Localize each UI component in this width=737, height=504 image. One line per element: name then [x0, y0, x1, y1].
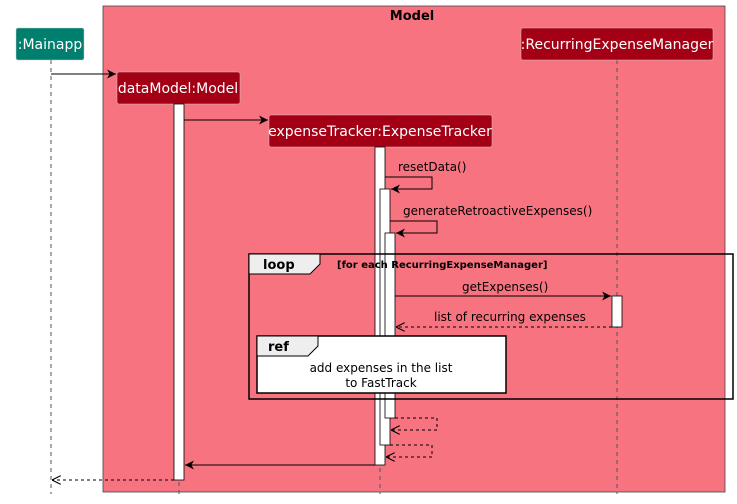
tracker-activation-3 [384, 232, 396, 419]
participant-manager-label: :RecurringExpenseManager [521, 37, 714, 53]
loop-fragment: loop [for each RecurringExpenseManager] [248, 253, 734, 400]
ref-fragment: ref add expenses in the list to FastTrac… [256, 335, 507, 394]
generate-arrow [390, 220, 438, 238]
participant-manager: :RecurringExpenseManager [521, 27, 714, 61]
get-expenses-label: getExpenses() [462, 280, 548, 294]
loop-condition: [for each RecurringExpenseManager] [337, 260, 547, 271]
participant-mainapp: :Mainapp [15, 27, 85, 61]
ref-text-line2: to FastTrack [345, 376, 416, 390]
participant-mainapp-label: :Mainapp [18, 37, 83, 53]
reset-data-label: resetData() [398, 160, 466, 174]
list-return-label: list of recurring expenses [434, 310, 586, 324]
participant-tracker-label: expenseTracker:ExpenseTracker [268, 124, 492, 140]
participant-model: dataModel:Model [116, 71, 241, 105]
reset-return-arrow [386, 444, 433, 457]
ref-text-line1: add expenses in the list [310, 361, 453, 375]
loop-keyword: loop [263, 258, 295, 273]
model-activation [173, 103, 185, 481]
ref-keyword: ref [268, 340, 289, 355]
model-box-title: Model [390, 9, 434, 24]
reset-data-arrow [385, 176, 433, 194]
participant-model-label: dataModel:Model [118, 81, 238, 97]
generate-label: generateRetroactiveExpenses() [403, 204, 592, 218]
participant-tracker: expenseTracker:ExpenseTracker [268, 114, 493, 148]
manager-activation [611, 295, 623, 328]
generate-return-arrow [391, 417, 438, 430]
